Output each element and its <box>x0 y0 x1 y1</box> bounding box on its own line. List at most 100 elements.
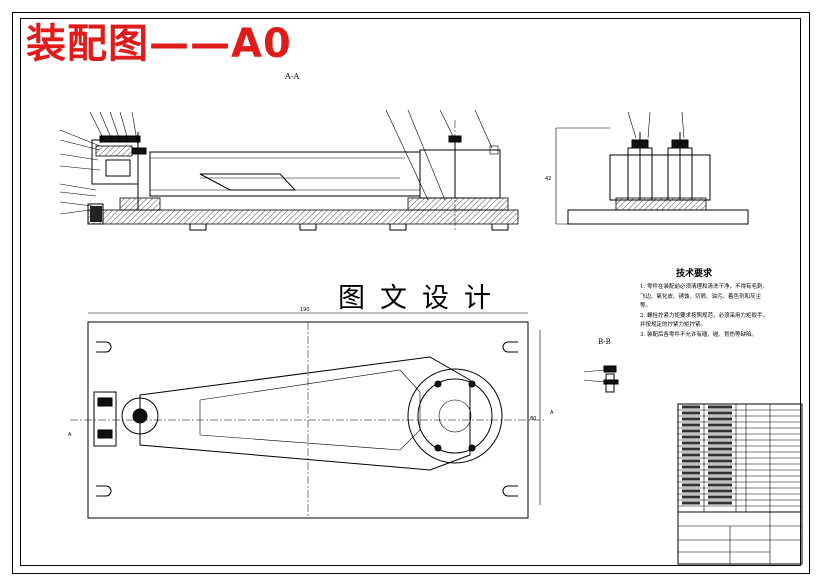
bolt-hole <box>468 444 476 452</box>
side-height-dim: 42 <box>545 176 551 182</box>
tech-note-line: 并按规定的拧紧力矩拧紧。 <box>640 322 707 328</box>
bolt-hole <box>434 380 442 388</box>
bom-cell-text <box>708 477 732 481</box>
bom-cell-text <box>682 489 700 493</box>
bom-cell-text <box>708 417 732 421</box>
plan-pivot <box>121 397 159 435</box>
tech-note-line: 飞边、氧化皮、锈蚀、切屑、油污、着色剂和灰尘 <box>640 293 762 300</box>
plan-height-dim-text: 80 <box>530 416 536 422</box>
bom-cell-text <box>708 471 732 475</box>
detail-washer <box>603 379 619 385</box>
arm-slot <box>199 173 297 191</box>
arm-body <box>149 151 421 197</box>
bom-cell-text <box>682 423 700 427</box>
bom-cell-text <box>682 405 700 409</box>
base-feet <box>189 224 509 231</box>
plan-clamp-inner <box>417 378 493 454</box>
right-small-part <box>489 145 499 155</box>
plan-vise <box>93 391 117 447</box>
watermark-text: 图文设计 <box>338 283 506 314</box>
right-leaders <box>385 109 493 201</box>
bom-cell-text <box>682 417 700 421</box>
left-leaders <box>59 129 101 215</box>
side-base <box>567 209 749 225</box>
bom-cell-text <box>708 465 732 469</box>
tech-requirements-notes: 1. 零件在装配前必须清理和清洗干净，不得有毛刺、 飞边、氧化皮、锈蚀、切屑、油… <box>640 283 790 340</box>
arm-lines <box>150 157 420 191</box>
bom-cell-text <box>708 453 732 457</box>
bom-cell-text <box>708 489 732 493</box>
bolt-hole <box>434 444 442 452</box>
bom-cell-text <box>682 411 700 415</box>
tech-note-line: 3. 装配后各零件不允许有磕、碰、划伤等缺陷。 <box>640 331 757 338</box>
bom-cell-text <box>682 471 700 475</box>
plan-length-dim: 190 <box>300 307 310 313</box>
outer-frame <box>12 12 810 574</box>
bom-cell-text <box>708 495 732 499</box>
tech-requirements-heading: 技术要求 <box>676 269 713 279</box>
bom-cell-text <box>682 435 700 439</box>
plan-slots <box>96 341 518 497</box>
tech-note-line: 2. 螺栓拧紧力矩要求按照规范，必须采用力矩扳手， <box>640 312 768 319</box>
drawing-title: 装配图——A0 <box>26 21 292 67</box>
bom-cell-text <box>708 435 732 439</box>
vise-jaw <box>95 145 133 157</box>
left-nut <box>131 147 147 155</box>
bom-cell-text <box>682 495 700 499</box>
plan-arm <box>139 356 471 471</box>
left-support <box>119 197 161 211</box>
bom-cell-text <box>682 429 700 433</box>
inner-border <box>20 18 801 566</box>
bom-rows <box>678 405 802 507</box>
side-block <box>609 154 711 201</box>
plan-clamp-outer <box>407 368 503 464</box>
plan-vise-jaw <box>97 429 113 439</box>
base-plate <box>87 209 519 225</box>
side-leaders <box>627 111 685 139</box>
bom-cell-text <box>708 429 732 433</box>
plan-vise-jaw <box>97 397 113 407</box>
bom-cell-text <box>682 453 700 457</box>
detail-leaders <box>583 369 605 383</box>
bom-cell-text <box>708 483 732 487</box>
plan-clamp-hub <box>438 399 472 433</box>
side-view: 42 <box>545 111 749 225</box>
bom-cell-text <box>708 423 732 427</box>
base-end-block <box>87 203 104 225</box>
bolt-hole <box>468 380 476 388</box>
right-support <box>407 197 509 211</box>
bom-cell-text <box>682 459 700 463</box>
right-clamp-body <box>419 149 501 199</box>
bom-cell-text <box>708 405 732 409</box>
plan-section-mark-right: A <box>550 410 554 416</box>
section-label-aa: A-A <box>285 72 300 81</box>
bom-cell-text <box>682 501 700 505</box>
plan-pivot-center <box>132 408 148 424</box>
detail-nut <box>603 365 617 373</box>
bom-cell-text <box>682 441 700 445</box>
plan-view: 190 80 A A <box>68 307 554 519</box>
bom-cell-text <box>708 459 732 463</box>
side-dim-line <box>555 127 610 225</box>
plan-arm-slot <box>199 369 421 451</box>
bom-cell-text <box>708 447 732 451</box>
side-support <box>615 197 707 211</box>
bom-cell-text <box>682 465 700 469</box>
detail-bb <box>583 365 619 393</box>
bom-cell-text <box>708 411 732 415</box>
tech-note-line: 1. 零件在装配前必须清理和清洗干净，不得有毛刺、 <box>640 284 768 290</box>
bom-table <box>677 403 803 565</box>
bom-cell-text <box>682 483 700 487</box>
front-section-view <box>59 109 519 231</box>
bom-cell-text <box>682 477 700 481</box>
bom-cell-text <box>708 441 732 445</box>
vise-clamp <box>99 135 141 143</box>
section-label-bb: B-B <box>598 338 611 346</box>
tech-note-line: 等。 <box>640 303 652 309</box>
end-bolt-head <box>90 206 102 222</box>
plan-section-mark-left: A <box>68 432 72 438</box>
bom-cell-text <box>708 501 732 505</box>
title-block <box>677 511 803 565</box>
